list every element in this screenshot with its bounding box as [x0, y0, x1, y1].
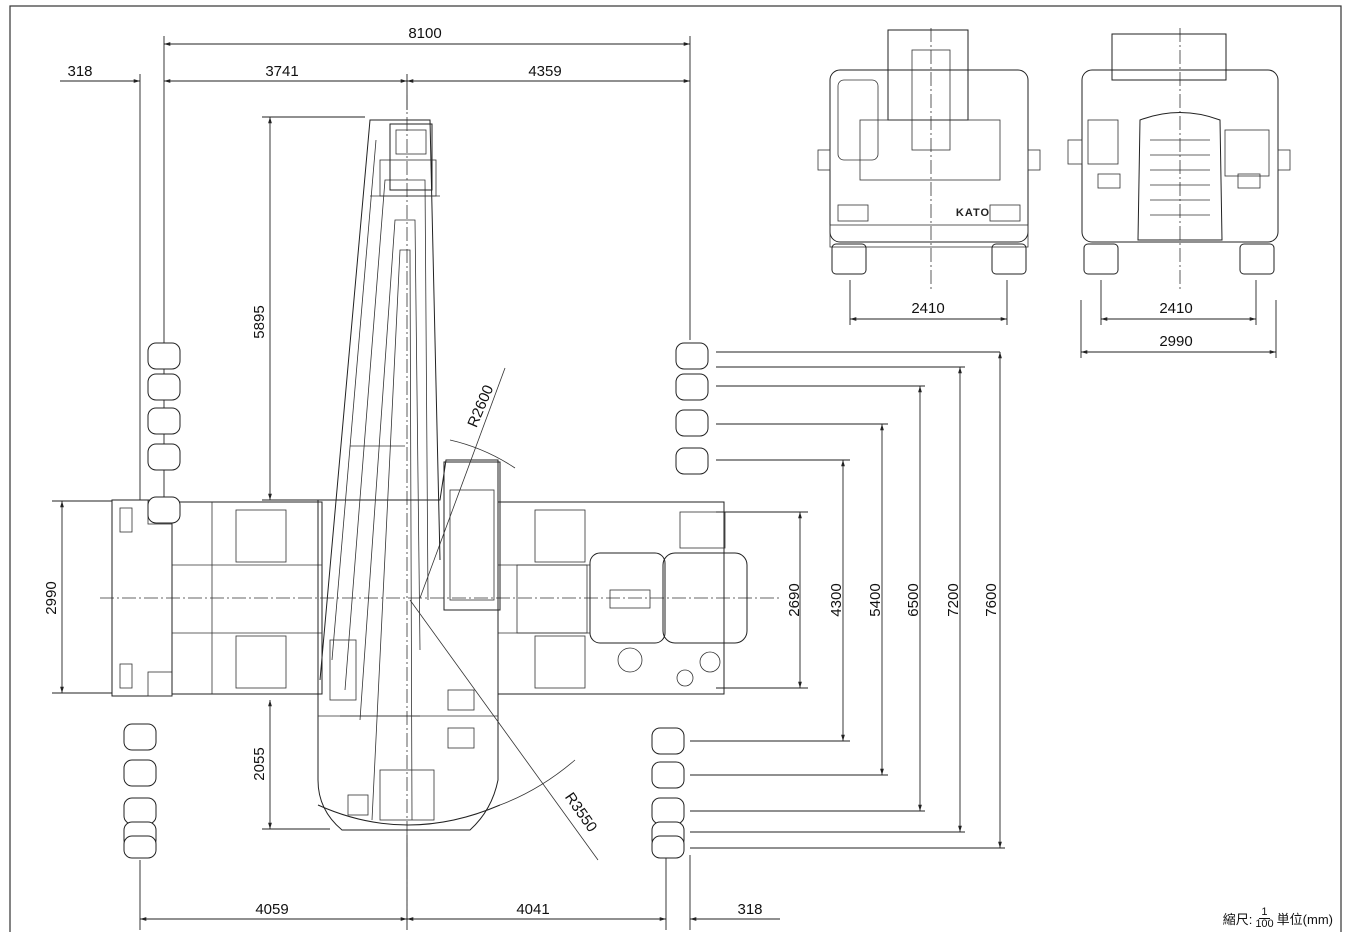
dim-width-left: 2990 — [43, 581, 60, 614]
dim-overall-length: 8100 — [408, 25, 441, 42]
rear-offset-dimension — [262, 700, 330, 830]
front-view-drawing — [1067, 28, 1291, 358]
dim-outrigger-5400: 5400 — [867, 583, 884, 616]
scale-numerator: 1 — [1259, 906, 1270, 919]
brand-logo: KATO — [956, 207, 990, 219]
dim-front-to-center: 3741 — [265, 63, 298, 80]
scale-denominator: 100 — [1255, 918, 1274, 930]
boom-dimension — [262, 116, 365, 501]
dim-front-view-width: 2990 — [1159, 333, 1192, 350]
dim-tail-radius-large: R3550 — [561, 789, 600, 835]
outrigger-floats — [123, 342, 709, 859]
dim-tail-radius-small: R2600 — [464, 383, 497, 430]
dim-bottom-right: 4041 — [516, 901, 549, 918]
rear-view-drawing — [817, 28, 1041, 325]
carrier-body — [111, 499, 748, 697]
dim-bottom-overhang: 318 — [737, 901, 762, 918]
dim-bottom-left: 4059 — [255, 901, 288, 918]
dim-rear-view-track: 2410 — [911, 300, 944, 317]
scale-label: 縮尺: — [1222, 912, 1253, 927]
dim-outrigger-4300: 4300 — [828, 583, 845, 616]
dim-outrigger-6500: 6500 — [905, 583, 922, 616]
dim-outrigger-7200: 7200 — [945, 583, 962, 616]
unit-label: 単位(mm) — [1276, 912, 1333, 927]
dim-front-view-track: 2410 — [1159, 300, 1192, 317]
dim-center-to-rear: 4359 — [528, 63, 561, 80]
left-width-dimension — [52, 500, 112, 694]
dim-outrigger-7600: 7600 — [983, 583, 1000, 616]
scale-note: 縮尺: 1 100 単位(mm) — [1223, 907, 1333, 930]
top-dimension-lines — [60, 36, 691, 500]
dim-rear-offset: 2055 — [251, 747, 268, 780]
dim-outrigger-2690: 2690 — [786, 583, 803, 616]
crane-boom — [319, 119, 441, 821]
scale-fraction: 1 100 — [1255, 907, 1273, 930]
dim-boom-length: 5895 — [251, 305, 268, 338]
turntable — [317, 367, 599, 861]
dim-front-overhang: 318 — [67, 63, 92, 80]
outrigger-extension-dimensions — [690, 351, 1005, 849]
drawing-frame — [9, 5, 1342, 932]
